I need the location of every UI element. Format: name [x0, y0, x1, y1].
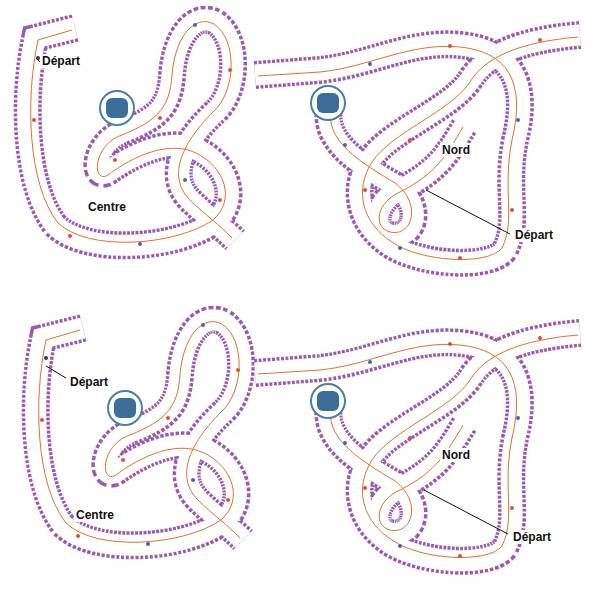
track-nord: [255, 333, 580, 561]
leader-line: [424, 490, 508, 534]
place-label: Centre: [86, 200, 128, 214]
place-label: Nord: [440, 143, 472, 157]
place-label: Nord: [440, 448, 472, 462]
track-centre: [28, 20, 235, 246]
leader-line: [46, 366, 66, 378]
place-label: Départ: [513, 228, 555, 242]
track-centre: [36, 320, 243, 546]
place-label: Départ: [68, 375, 110, 389]
track-nord: [255, 35, 580, 263]
place-label: Départ: [511, 530, 553, 544]
place-label: Départ: [40, 54, 82, 68]
place-label: Centre: [74, 508, 116, 522]
leader-line: [426, 190, 510, 234]
